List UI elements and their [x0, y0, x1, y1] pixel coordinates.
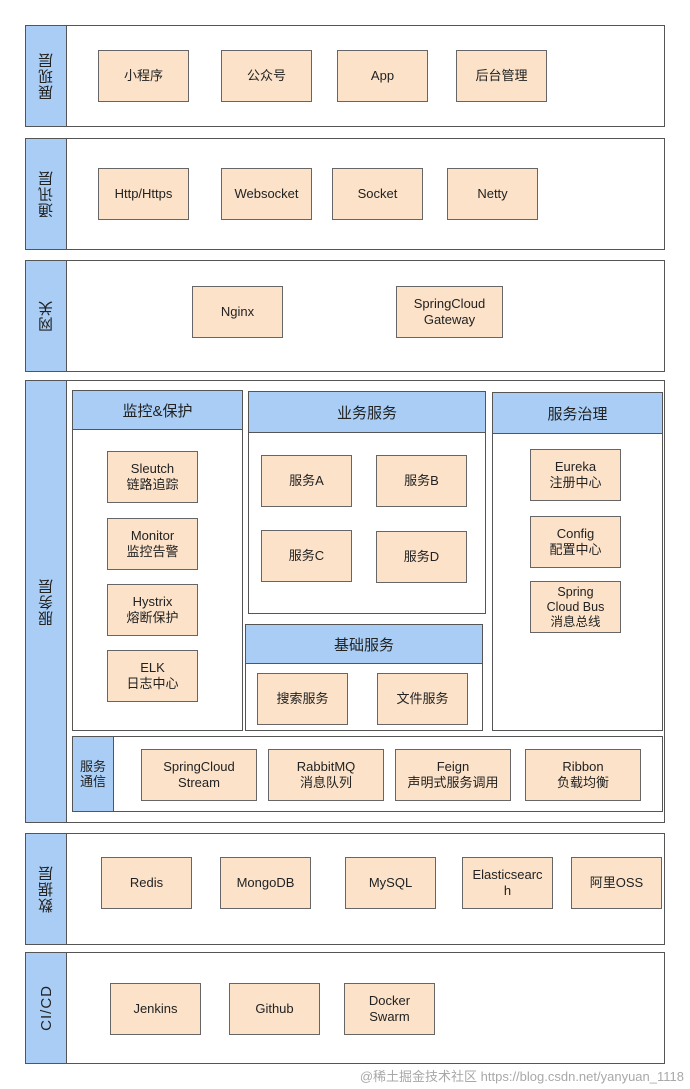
communication-item-http: Http/Https	[98, 168, 189, 220]
monitoring-item-sleutch: Sleutch 链路追踪	[107, 451, 198, 503]
business-item-service-b: 服务B	[376, 455, 467, 507]
presentation-layer: 展现层 小程序 公众号 App 后台管理	[25, 25, 665, 127]
communication-item-websocket: Websocket	[221, 168, 312, 220]
presentation-item-official-account: 公众号	[221, 50, 312, 102]
comm-item-springcloud-stream: SpringCloud Stream	[141, 749, 257, 801]
monitoring-item-hystrix: Hystrix 熔断保护	[107, 584, 198, 636]
comm-item-ribbon: Ribbon 负载均衡	[525, 749, 641, 801]
presentation-item-app: App	[337, 50, 428, 102]
gateway-layer: 网关 Nginx SpringCloud Gateway	[25, 260, 665, 372]
cicd-layer: CI/CD Jenkins Github Docker Swarm	[25, 952, 665, 1064]
business-item-service-a: 服务A	[261, 455, 352, 507]
basic-panel: 基础服务 搜索服务 文件服务	[245, 624, 483, 731]
communication-item-socket: Socket	[332, 168, 423, 220]
governance-item-config: Config 配置中心	[530, 516, 621, 568]
gateway-layer-label: 网关	[26, 261, 67, 371]
data-item-redis: Redis	[101, 857, 192, 909]
business-panel: 业务服务 服务A 服务B 服务C 服务D	[248, 391, 486, 614]
service-comm-panel: 服务 通信 SpringCloud Stream RabbitMQ 消息队列 F…	[72, 736, 663, 812]
presentation-item-miniprogram: 小程序	[98, 50, 189, 102]
data-item-mysql: MySQL	[345, 857, 436, 909]
basic-panel-title: 基础服务	[246, 625, 482, 664]
governance-panel-title: 服务治理	[493, 393, 662, 434]
business-item-service-c: 服务C	[261, 530, 352, 582]
monitoring-item-elk: ELK 日志中心	[107, 650, 198, 702]
comm-item-rabbitmq: RabbitMQ 消息队列	[268, 749, 384, 801]
presentation-layer-label: 展现层	[26, 26, 67, 126]
basic-item-file: 文件服务	[377, 673, 468, 725]
service-layer: 服务层 监控&保护 Sleutch 链路追踪 Monitor 监控告警 Hyst…	[25, 380, 665, 823]
communication-item-netty: Netty	[447, 168, 538, 220]
data-layer: 数据层 Redis MongoDB MySQL Elasticsearc h 阿…	[25, 833, 665, 945]
governance-item-eureka: Eureka 注册中心	[530, 449, 621, 501]
governance-item-spring-cloud-bus: Spring Cloud Bus 消息总线	[530, 581, 621, 633]
monitoring-panel: 监控&保护 Sleutch 链路追踪 Monitor 监控告警 Hystrix …	[72, 390, 243, 731]
cicd-item-jenkins: Jenkins	[110, 983, 201, 1035]
business-item-service-d: 服务D	[376, 531, 467, 583]
data-item-aliyun-oss: 阿里OSS	[571, 857, 662, 909]
communication-layer: 通讯层 Http/Https Websocket Socket Netty	[25, 138, 665, 250]
gateway-item-springcloud-gateway: SpringCloud Gateway	[396, 286, 503, 338]
service-comm-label: 服务 通信	[73, 737, 114, 811]
monitoring-item-monitor: Monitor 监控告警	[107, 518, 198, 570]
monitoring-panel-title: 监控&保护	[73, 391, 242, 430]
comm-item-feign: Feign 声明式服务调用	[395, 749, 511, 801]
business-panel-title: 业务服务	[249, 392, 485, 433]
basic-item-search: 搜索服务	[257, 673, 348, 725]
communication-layer-label: 通讯层	[26, 139, 67, 249]
watermark: @稀土掘金技术社区 https://blog.csdn.net/yanyuan_…	[359, 1069, 684, 1084]
service-layer-label: 服务层	[26, 381, 67, 822]
data-item-mongodb: MongoDB	[220, 857, 311, 909]
gateway-item-nginx: Nginx	[192, 286, 283, 338]
data-item-elasticsearch: Elasticsearc h	[462, 857, 553, 909]
cicd-layer-label: CI/CD	[26, 953, 67, 1063]
cicd-item-github: Github	[229, 983, 320, 1035]
cicd-item-docker-swarm: Docker Swarm	[344, 983, 435, 1035]
presentation-item-admin: 后台管理	[456, 50, 547, 102]
governance-panel: 服务治理 Eureka 注册中心 Config 配置中心 Spring Clou…	[492, 392, 663, 731]
data-layer-label: 数据层	[26, 834, 67, 944]
